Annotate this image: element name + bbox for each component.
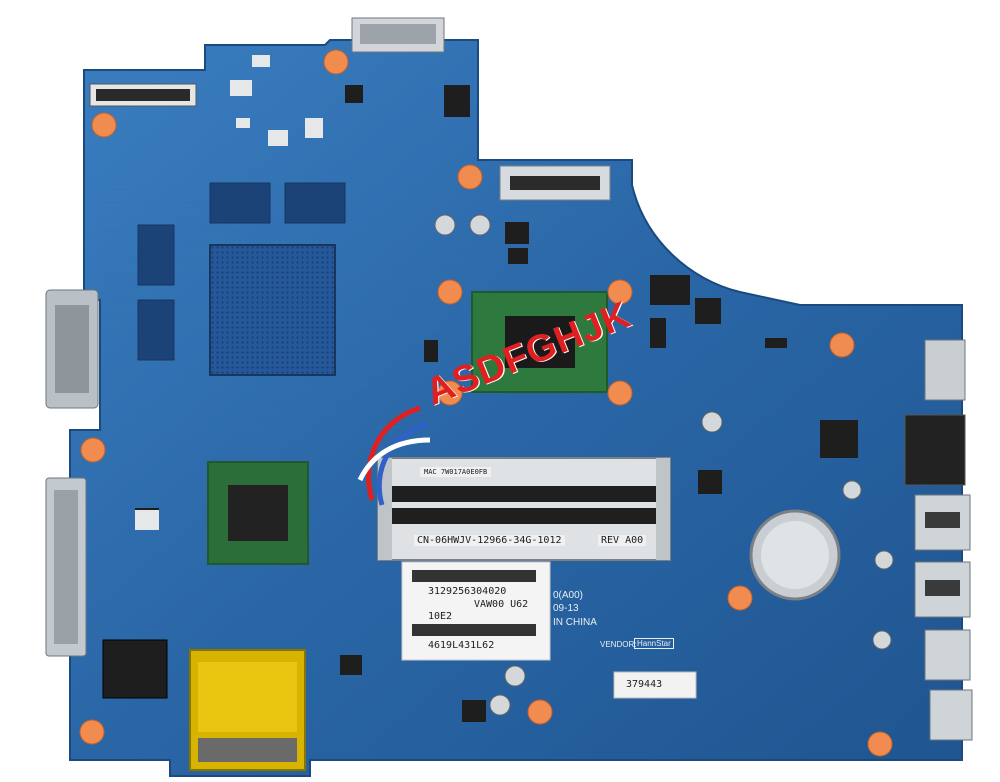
serial-line2: VAW00 U62 [474, 599, 529, 610]
ram-chip [137, 299, 175, 361]
serial-line3: 10E2 [428, 611, 453, 622]
silkscreen-vendor-label: VENDOR: [600, 640, 637, 649]
silkscreen-made-in: IN CHINA [553, 617, 597, 628]
small-sticker [613, 671, 697, 699]
usb-port [914, 494, 971, 551]
serial-line4: 4619L431L62 [428, 640, 495, 651]
hdmi-port [924, 339, 966, 401]
mounting-pads [79, 49, 893, 757]
ethernet-port [904, 414, 966, 486]
watermark-logo [357, 405, 431, 506]
ram-chip [137, 224, 175, 286]
silkscreen-rev: 0(A00) [553, 590, 584, 601]
serial-line1: 3129256304020 [428, 586, 507, 597]
dimm-bottom-sticker-right: REV A00 [598, 535, 647, 546]
usb-port [924, 629, 971, 681]
small-sticker-text: 379443 [626, 679, 663, 690]
small-components [135, 85, 858, 722]
bga-chip [209, 244, 336, 376]
ram-chip [209, 182, 271, 224]
capacitors [434, 214, 894, 716]
audio-jack [929, 689, 973, 741]
cpu-die [505, 316, 575, 368]
silkscreen-date: 09-13 [553, 603, 579, 614]
pch-die [228, 485, 288, 541]
ram-chip [284, 182, 346, 224]
silkscreen-vendor-value: HannStar [634, 638, 674, 649]
dimm-top-sticker: MAC 7W017A0E0FB [420, 467, 492, 477]
codec-chip [102, 639, 168, 699]
dimm-bottom-sticker-left: CN-06HWJV-12966-34G-1012 [414, 535, 565, 546]
